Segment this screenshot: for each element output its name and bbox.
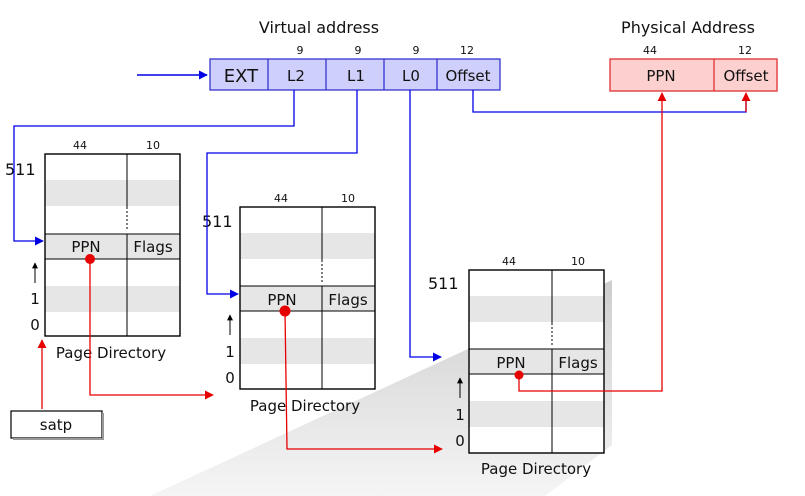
pa-field-ppn: PPN: [646, 67, 675, 85]
pd1-ppn-dot: [85, 254, 95, 264]
va-bits-l1: 9: [355, 44, 362, 57]
offset-copy-arrow: [472, 90, 747, 113]
pd3-caption: Page Directory: [481, 460, 591, 478]
virtual-address-title: Virtual address: [259, 18, 379, 37]
pd3-index-511: 511: [428, 274, 459, 293]
pd2-entry-flags: Flags: [328, 291, 368, 309]
pd2-index-1: 1: [225, 343, 235, 361]
pa-bits-offset: 12: [738, 44, 752, 57]
pd3-index-0: 0: [455, 432, 465, 450]
pd1-index-0: 0: [30, 316, 40, 334]
l0-index-arrow: [409, 90, 442, 362]
va-bits-offset: 12: [460, 44, 474, 57]
pd3-entry-flags: Flags: [558, 354, 598, 372]
pd2-index-511: 511: [202, 212, 233, 231]
physical-address-register: [609, 58, 778, 92]
page-directory-1: [44, 153, 181, 337]
pd1-entry-ppn: PPN: [71, 238, 100, 256]
pd1-index-1: 1: [30, 290, 40, 308]
pd1-ppn-pointer: [89, 259, 214, 400]
pd2-ppn-pointer: [284, 310, 443, 454]
pd3-ppn-pointer: [518, 92, 667, 392]
page-directory-2: [239, 206, 376, 390]
virtual-address-register: [209, 58, 501, 91]
va-bits-l0: 9: [413, 44, 420, 57]
pd3-bits-flags: 10: [571, 255, 585, 268]
pd3-bits-ppn: 44: [502, 255, 516, 268]
va-field-ext: EXT: [224, 66, 259, 87]
va-field-l2: L2: [287, 67, 305, 85]
pd2-bits-ppn: 44: [274, 192, 288, 205]
pd1-caption: Page Directory: [56, 344, 166, 362]
physical-address-title: Physical Address: [621, 18, 755, 37]
pd3-entry-ppn: PPN: [496, 354, 525, 372]
pd1-bits-ppn: 44: [73, 139, 87, 152]
pd2-index-0: 0: [225, 369, 235, 387]
va-field-l1: L1: [347, 67, 365, 85]
pa-field-offset: Offset: [723, 67, 768, 85]
pd2-bits-flags: 10: [341, 192, 355, 205]
l1-index-arrow: [206, 90, 358, 299]
pd3-index-1: 1: [455, 406, 465, 424]
pd1-bits-flags: 10: [146, 139, 160, 152]
pd2-entry-ppn: PPN: [267, 291, 296, 309]
pd1-entry-flags: Flags: [133, 238, 173, 256]
pd2-ppn-dot: [279, 305, 291, 317]
va-bits-l2: 9: [297, 44, 304, 57]
pd1-index-511: 511: [5, 160, 36, 179]
pd3-ppn-dot: [514, 370, 524, 380]
satp-label: satp: [40, 416, 72, 434]
va-field-offset: Offset: [445, 67, 490, 85]
l2-index-arrow: [13, 90, 295, 246]
page-directory-3: [468, 269, 605, 454]
pa-bits-ppn: 44: [643, 44, 657, 57]
satp-register: [10, 410, 103, 439]
va-field-l0: L0: [402, 67, 420, 85]
pd2-caption: Page Directory: [250, 397, 360, 415]
